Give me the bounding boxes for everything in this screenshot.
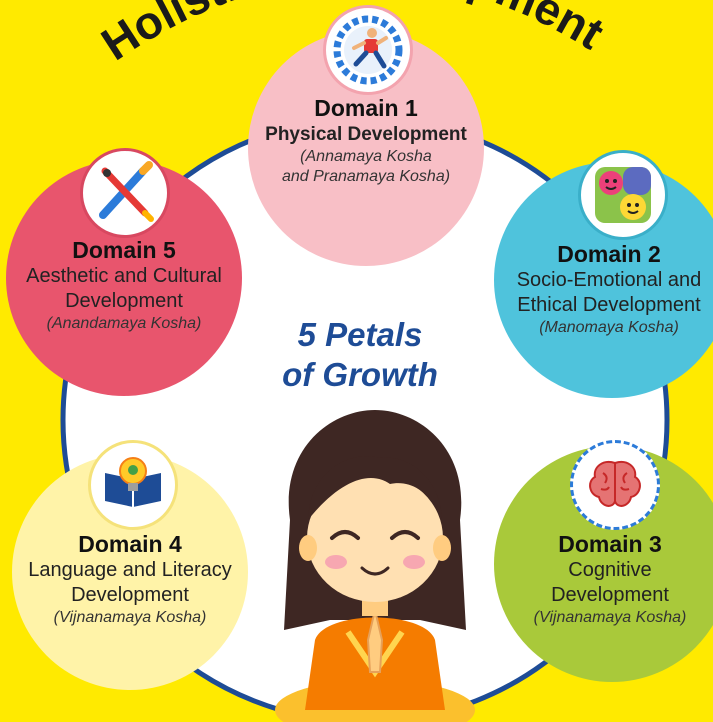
domain-3-kosha: (Vijnanamaya Kosha) (533, 609, 687, 626)
brain-icon (570, 440, 660, 530)
domain-2-kosha: (Manomaya Kosha) (539, 319, 679, 336)
header-title: Holistic (92, 0, 267, 70)
domain-5-kosha: (Anandamaya Kosha) (46, 315, 202, 332)
domain-5-name-1: Aesthetic and Cultural (26, 265, 222, 287)
domain-5-label: Domain 5 (72, 237, 176, 263)
domain-1-text: Domain 1 Physical Development (Annamaya … (240, 94, 492, 187)
runner-gear-icon (323, 5, 413, 95)
domain-1-kosha-1: (Annamaya Kosha (300, 148, 432, 165)
center-title-line-2: of Growth (282, 356, 438, 393)
girl-illustration (275, 410, 475, 722)
domain-1-kosha-2: and Pranamaya Kosha) (281, 168, 451, 185)
paint-tools-icon (80, 148, 170, 238)
domain-2-text: Domain 2 Socio-Emotional and Ethical Dev… (498, 240, 713, 338)
domain-4-kosha: (Vijnanamaya Kosha) (53, 609, 207, 626)
center-title-line-1: 5 Petals (297, 316, 423, 353)
center-title: 5 Petals of Growth (250, 315, 470, 395)
domain-3-label: Domain 3 (558, 531, 662, 557)
book-lightbulb-icon (88, 440, 178, 530)
domain-2-label: Domain 2 (557, 241, 661, 267)
domain-4-label: Domain 4 (78, 531, 182, 557)
domain-4-text: Domain 4 Language and Literacy Developme… (12, 530, 248, 628)
domain-5-name-2: Development (65, 290, 183, 312)
domain-5-text: Domain 5 Aesthetic and Cultural Developm… (6, 236, 242, 334)
header-title-end: opment (436, 0, 613, 59)
domain-3-name-2: Development (551, 584, 669, 606)
domain-3-text: Domain 3 Cognitive Development (Vijnanam… (506, 530, 713, 628)
domain-2-name-1: Socio-Emotional and (516, 269, 702, 291)
domain-4-name-2: Development (71, 584, 189, 606)
domain-1-name: Physical Development (265, 124, 467, 145)
domain-3-name-1: Cognitive (568, 559, 652, 581)
domain-1-label: Domain 1 (314, 95, 418, 121)
emotion-faces-icon (578, 150, 668, 240)
domain-4-name-1: Language and Literacy (28, 559, 232, 581)
domain-2-name-2: Ethical Development (517, 294, 701, 316)
